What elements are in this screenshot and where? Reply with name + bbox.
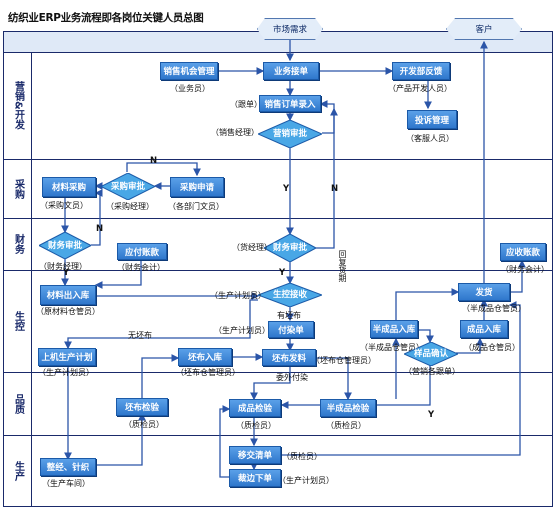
edge-label-y-finance-left: Y [63, 268, 70, 278]
node-grey-in: 坯布入库 [178, 348, 232, 366]
lane-label-column-divider [31, 52, 32, 507]
lane-label-quality: 品质 [12, 393, 24, 414]
header-band [4, 32, 552, 52]
node-purchase-request: 采购申请 [170, 177, 224, 197]
node-business-lead: 业务接单 [263, 62, 319, 80]
node-weave: 整经、针织 [40, 458, 96, 476]
role-product-inspect: （质检员） [236, 421, 276, 430]
lane-label-purchase: 采购 [12, 178, 24, 199]
edge-label-dye-out: 委外付染 [276, 373, 308, 382]
role-receivable: （财务会计） [501, 265, 549, 274]
node-cut-order: 裁边下单 [229, 469, 281, 487]
role-purchase-request: （各部门文员） [168, 202, 224, 211]
node-grey-out: 坯布发料 [262, 349, 316, 366]
decision-finance-review-mid-label: 财务审批 [272, 243, 307, 253]
role-finance-review-left: （财务经理） [39, 262, 87, 271]
decision-sales-review [258, 120, 322, 148]
decision-finance-review-mid [264, 234, 316, 262]
edge-label-y-sample: Y [428, 410, 435, 420]
edge-label-reply-return: 回复货期 [338, 250, 347, 282]
node-dye-order: 付染单 [268, 321, 314, 338]
role-semi-inspect: （质检员） [326, 421, 366, 430]
decision-sales-review-label: 营销审批 [272, 129, 307, 139]
role-machine-plan: （生产计划员） [38, 368, 94, 377]
lane-divider-purchase [3, 218, 553, 219]
role-weave: （生产车间） [42, 479, 90, 488]
lane-divider-production [3, 372, 553, 373]
edge-label-n-finance: N [96, 224, 104, 234]
role-grey-in: （坯布仓管理员） [176, 368, 240, 377]
role-cut-order: （生产计划员） [278, 476, 334, 485]
node-dev-feedback: 开发部反馈 [392, 62, 450, 80]
node-grey-inspect: 坯布检验 [116, 398, 168, 416]
chart-title: 纺织业ERP业务流程即各岗位关键人员总图 [8, 12, 204, 24]
terminal-market-demand: 市场需求 [257, 18, 323, 40]
node-machine-plan: 上机生产计划 [38, 348, 96, 366]
lane-divider-sales [3, 159, 553, 160]
lane-label-finance: 财务 [12, 234, 24, 254]
node-sales-opportunity: 销售机会管理 [160, 62, 218, 80]
lane-label-production: 生控 [12, 311, 24, 331]
edge-label-n-purchase: N [150, 156, 158, 166]
decision-purchase-review [101, 173, 155, 200]
lane-label-produce: 生产 [12, 461, 24, 481]
decision-sample-confirm [404, 342, 458, 366]
edge-label-no-grey: 无坯布 [128, 331, 152, 340]
lane-label-sales: 营销&开发 [12, 81, 24, 130]
decision-finance-review-left [39, 232, 91, 259]
role-material-in-out: （原材料仓管员） [36, 307, 100, 316]
role-dev-feedback: （产品开发人员） [388, 84, 452, 93]
role-grey-inspect: （质检员） [124, 420, 164, 429]
node-transfer-list: 移交清单 [229, 446, 281, 464]
decision-finance-review-left-label: 财务审批 [47, 240, 82, 251]
decision-control-accept [258, 283, 322, 307]
role-sample-confirm: （营销各跟单） [404, 367, 460, 376]
node-receivable: 应收账款 [500, 243, 546, 261]
decision-purchase-review-label: 采购审批 [110, 181, 145, 192]
role-dye-order: （生产计划员） [214, 326, 270, 335]
edge-label-n-mid: N [331, 184, 339, 194]
node-product-inspect: 成品检验 [229, 399, 281, 417]
role-purchase-review: （采购经理） [106, 202, 154, 211]
edge-label-y-sales: Y [283, 184, 290, 194]
node-material-purchase: 材料采购 [42, 177, 96, 197]
decision-control-accept-label: 生控接收 [272, 290, 307, 300]
node-sales-order-entry: 销售订单录入 [259, 95, 321, 112]
edge-label-has-grey: 有坯布 [277, 311, 301, 320]
lane-divider-quality [3, 435, 553, 436]
role-finished-in: （成品仓管员） [464, 343, 520, 352]
node-shipping: 发货 [458, 283, 510, 301]
role-finance-review-mid: （货经理） [232, 243, 272, 252]
role-transfer-list: （质检员） [282, 452, 322, 461]
role-sales-review: （销售经理） [211, 128, 259, 137]
node-material-in-out: 材料出入库 [40, 285, 96, 305]
node-payable: 应付账款 [117, 243, 167, 260]
role-payable: （财务会计） [117, 263, 165, 272]
lane-divider-finance [3, 270, 553, 271]
role-control-accept: （生产计划员） [210, 291, 266, 300]
edge-label-y-finance-mid: Y [279, 268, 286, 278]
role-grey-out: （坯布仓管理员） [312, 356, 376, 365]
lane-divider-header [3, 52, 553, 53]
role-complaint: （客服人员） [406, 134, 454, 143]
node-complaint: 投诉管理 [407, 110, 457, 129]
decision-sample-confirm-label: 样品确认 [413, 349, 448, 359]
role-shipping: （半成品仓管员） [462, 304, 526, 313]
node-semi-in: 半成品入库 [370, 320, 418, 338]
role-sales-opportunity: （业务员） [170, 84, 210, 93]
role-material-purchase: （采购文员） [40, 201, 88, 210]
terminal-customer: 客户 [446, 18, 522, 40]
role-semi-in: （半成品仓管员） [360, 343, 424, 352]
node-semi-inspect: 半成品检验 [320, 399, 376, 417]
node-finished-in: 成品入库 [460, 320, 508, 338]
role-sales-order-entry: （跟单） [230, 100, 262, 109]
